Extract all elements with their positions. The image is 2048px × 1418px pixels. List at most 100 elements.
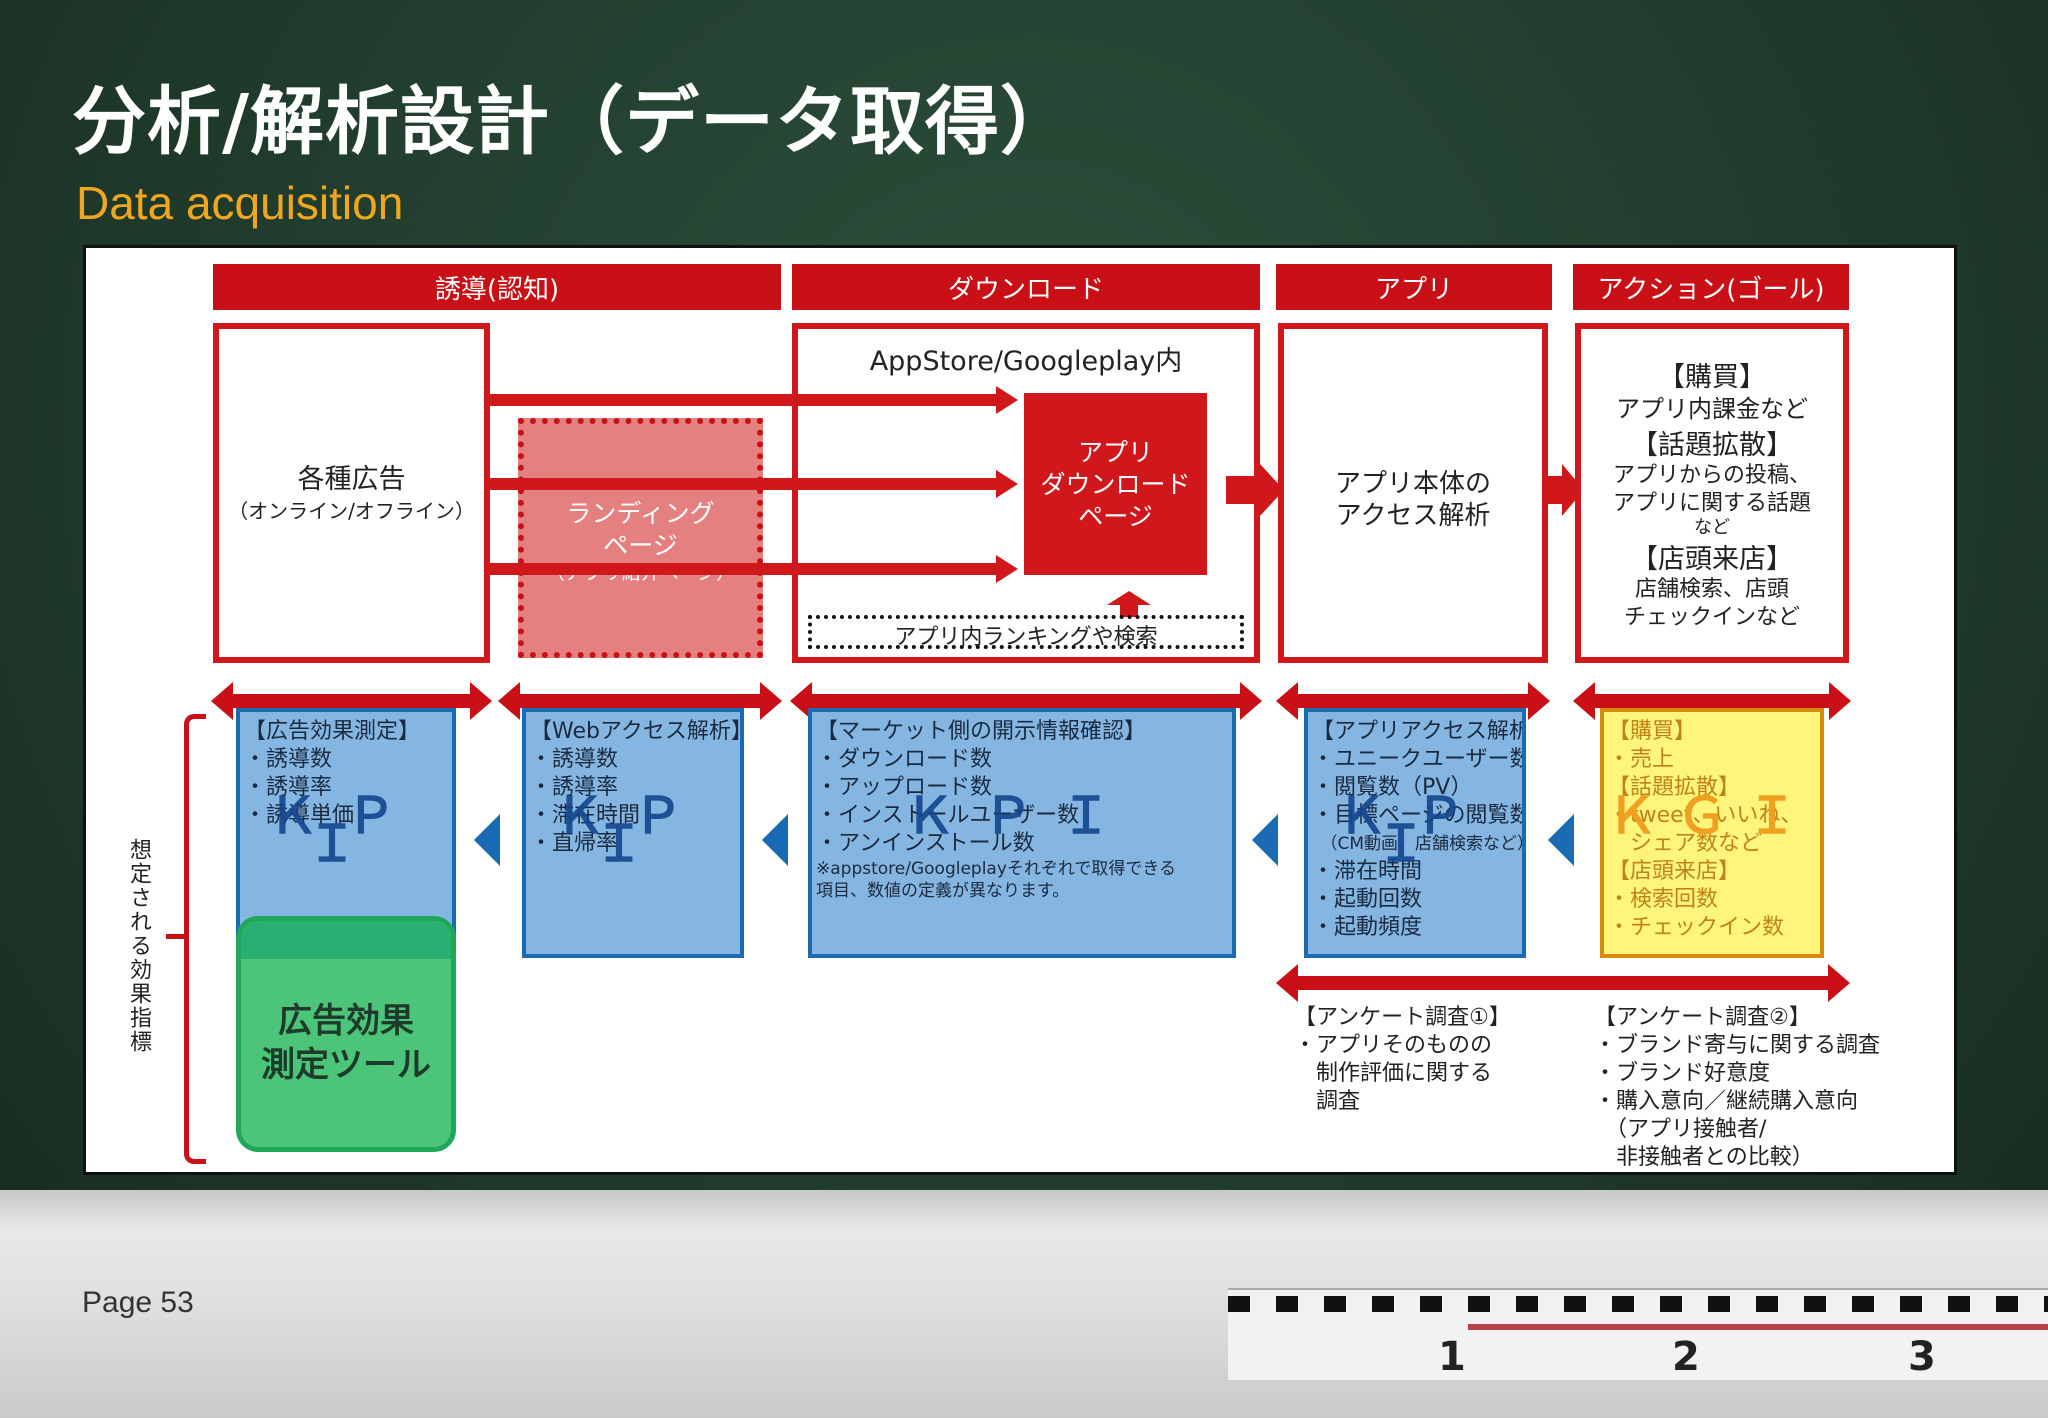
kpi4-line: ・ユニークユーザー数 [1312,747,1526,772]
kpi3-note: ※appstore/Googleplayそれぞれで取得できる [816,859,1177,879]
kpi4-line: （CM動画、店舗検索など） [1312,834,1526,854]
kgi-line: ・検索回数 [1608,887,1719,912]
kpi3-line: 【マーケット側の開示情報確認】 [816,719,1147,744]
double-arrow-store [790,682,1262,720]
kpi4-line: ・目標ページの閲覧数 [1312,803,1526,828]
kpi-left-triangle-3 [1252,814,1278,866]
ranking-search-box: アプリ内ランキングや検索 [808,615,1244,650]
kgi-line: 【話題拡散】 [1608,775,1741,800]
survey2-line: ・購入意向／継続購入意向 [1594,1089,1859,1114]
kpi1-line: 【広告効果測定】 [244,719,421,744]
app-analytics-box: アプリ本体の アクセス解析 [1278,323,1548,663]
kgi-line: 【購買】 [1608,719,1697,744]
double-arrow-survey [1276,964,1850,1002]
ads-subtitle: （オンライン/オフライン） [228,499,475,523]
slide-subtitle: Data acquisition [76,177,404,229]
block-arrow-store-app-shaft [1226,476,1262,504]
kpi1-line: ・誘導数 [244,747,333,772]
double-arrow-app [1276,682,1550,720]
survey2-line: ・ブランド寄与に関する調査 [1594,1033,1881,1058]
survey1-line: 【アンケート調査①】 [1294,1005,1511,1030]
kpi-bracket [184,714,206,1164]
kgi-line: ・tweet、いいね、 [1608,803,1803,828]
survey1-line: ・アプリそのものの [1294,1033,1493,1058]
header-app: アプリ [1276,264,1552,310]
kgi-box: 【購買】 ・売上 【話題拡散】 ・tweet、いいね、 シェア数など 【店頭来店… [1600,708,1824,958]
kgi-line: 【店頭来店】 [1608,859,1741,884]
arrow-head-3 [996,555,1018,583]
app-box-line2: アクセス解析 [1335,501,1491,531]
goal-buzz-heading: 【話題拡散】 [1631,430,1793,461]
kpi4-label: ＫＰＩ [1337,787,1493,873]
tool-line2: 測定ツール [261,1045,431,1085]
kpi2-line: ・誘導率 [530,775,619,800]
download-page-box: アプリ ダウンロード ページ [1024,393,1207,575]
kpi4-line: ・起動頻度 [1312,915,1423,940]
header-guidance: 誘導(認知) [213,264,781,310]
ads-box: 各種広告 （オンライン/オフライン） [213,323,490,663]
download-page-line3: ページ [1078,502,1153,531]
survey1-line: 調査 [1294,1089,1361,1114]
kpi2-line: ・直帰率 [530,831,619,856]
kpi-left-triangle-1 [474,814,500,866]
goal-buzz-detail-2: アプリに関する話題 [1612,491,1811,516]
survey-1-notes: 【アンケート調査①】 ・アプリそのものの 制作評価に関する 調査 [1294,1004,1511,1116]
kpi1-label: ＫＰＩ [268,787,424,873]
arrow-ads-to-download-1 [490,394,1000,406]
ranking-search-label: アプリ内ランキングや検索 [894,625,1158,650]
arrow-head-1 [996,386,1018,414]
goal-visit-heading: 【店頭来店】 [1631,544,1793,575]
kpi-box-market-info: 【マーケット側の開示情報確認】 ・ダウンロード数 ・アップロード数 ・インストー… [808,708,1236,958]
double-arrow-landing [498,682,782,720]
goal-visit-detail-1: 店舗検索、店頭 [1634,577,1789,602]
double-arrow-ads [211,682,492,720]
kpi-bracket-tip [166,934,184,939]
arrow-head-2 [996,470,1018,498]
goal-purchase-detail: アプリ内課金など [1616,395,1808,423]
kpi3-line: ・ダウンロード数 [816,747,993,772]
ruler-red-line [1468,1324,2048,1330]
kpi-left-triangle-2 [762,814,788,866]
survey2-line: 【アンケート調査②】 [1594,1005,1811,1030]
survey2-line: （アプリ接触者/ [1594,1117,1767,1142]
up-arrow-shaft [1120,605,1138,617]
diagram-panel: 誘導(認知) ダウンロード アプリ アクション(ゴール) 各種広告 （オンライン… [83,245,1957,1175]
goal-buzz-detail-1: アプリからの投稿、 [1612,463,1811,488]
ads-title: 各種広告 [297,464,406,495]
goal-purchase-heading: 【購買】 [1658,362,1766,393]
kgi-label: ＫＧＩ [1607,787,1817,845]
kgi-line: ・売上 [1608,747,1675,772]
kpi2-line: 【Webアクセス解析】 [530,719,744,744]
goal-box: 【購買】 アプリ内課金など 【話題拡散】 アプリからの投稿、 アプリに関する話題… [1575,323,1849,663]
kpi2-line: ・誘導数 [530,747,619,772]
ad-measurement-tool: 広告効果 測定ツール [236,916,456,1152]
ruler-number-1: 1 [1438,1334,1466,1380]
survey1-line: 制作評価に関する [1294,1061,1493,1086]
kpi-left-triangle-4 [1548,814,1574,866]
survey2-line: 非接触者との比較） [1594,1145,1814,1170]
up-arrow-head [1107,591,1151,605]
kpi3-label: ＫＰＩ [905,787,1139,845]
app-box-line1: アプリ本体の [1334,469,1491,499]
kpi-box-web-analytics: 【Webアクセス解析】 ・誘導数 ・誘導率 ・滞在時間 ・直帰率 ＫＰＩ [522,708,744,958]
kpi-box-app-analytics: 【アプリアクセス解析】 ・ユニークユーザー数 ・閲覧数（PV） ・目標ページの閲… [1304,708,1526,958]
download-page-line2: ダウンロード [1040,470,1191,499]
landing-page-box: ランディング ページ （アプリ紹介ページ） [518,418,763,658]
kpi1-line: ・誘導率 [244,775,333,800]
slide-title: 分析/解析設計（データ取得） [72,79,1076,165]
tool-line1: 広告効果 [278,1001,414,1041]
ruler-decoration: 1 2 3 [1228,1288,2048,1380]
kpi4-line: 【アプリアクセス解析】 [1312,719,1522,744]
kpi4-line: ・閲覧数（PV） [1312,775,1473,800]
kpi3-line: ・アンインストール数 [816,831,1035,856]
kpi4-line: ・起動回数 [1312,887,1423,912]
kpi1-line: ・誘導単価 [244,803,355,828]
survey2-line: ・ブランド好意度 [1594,1061,1771,1086]
kpi3-line: ・アップロード数 [816,775,993,800]
arrow-ads-to-download-2 [490,478,1000,490]
landing-title-2: ページ [603,531,678,560]
tool-top-band [241,921,451,959]
page-number: Page 53 [82,1286,194,1319]
download-page-line1: アプリ [1077,438,1153,467]
landing-title-1: ランディング [566,499,715,528]
